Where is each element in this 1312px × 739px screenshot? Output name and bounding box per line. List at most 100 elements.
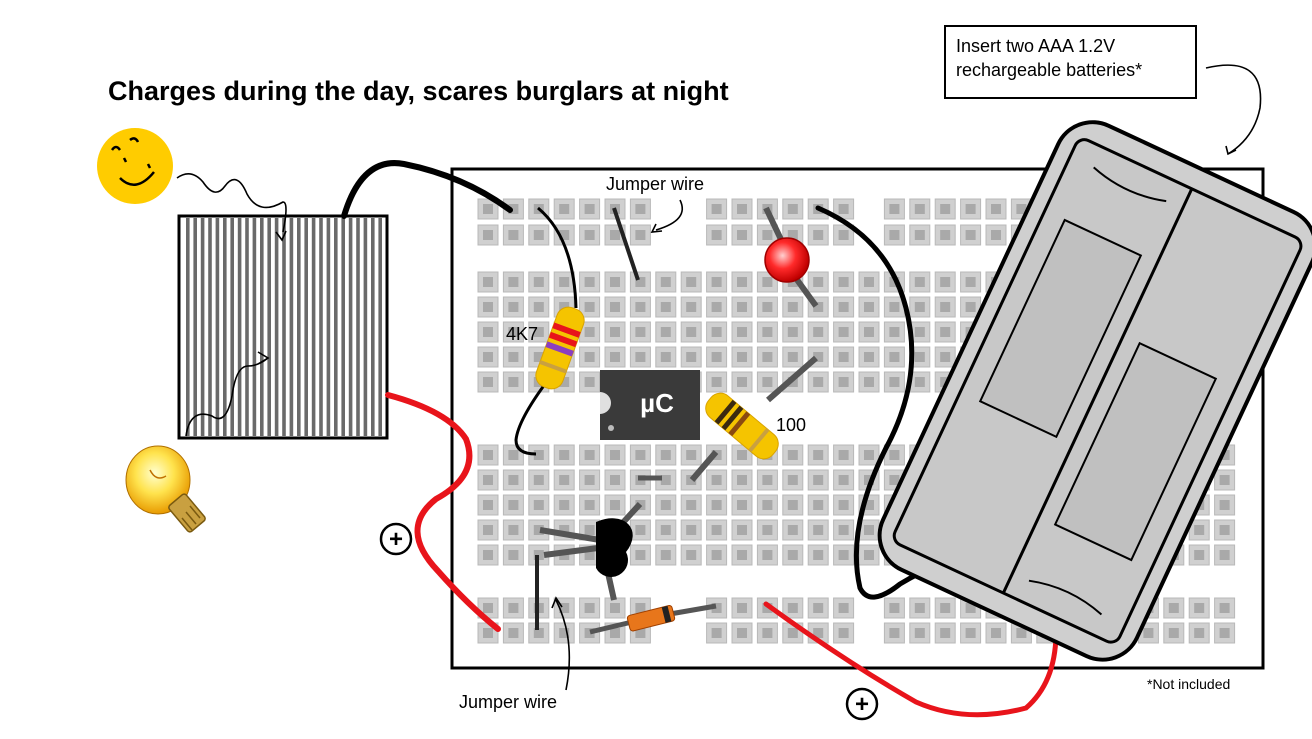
breadboard-hole (477, 321, 499, 343)
breadboard-hole (833, 544, 855, 566)
breadboard-hole (604, 469, 626, 491)
breadboard-hole (655, 544, 677, 566)
breadboard-hole (731, 519, 753, 541)
breadboard-hole (477, 469, 499, 491)
breadboard-hole (579, 271, 601, 293)
breadboard-hole (706, 346, 728, 368)
resistor-100 (705, 392, 779, 460)
solar-cell-stripe (319, 218, 323, 436)
breadboard-hole (579, 198, 601, 220)
breadboard-hole (782, 469, 804, 491)
solar-cell-stripe (186, 218, 190, 436)
breadboard-hole (756, 469, 778, 491)
breadboard-hole (680, 444, 702, 466)
breadboard-hole (782, 198, 804, 220)
breadboard-hole (883, 597, 905, 619)
breadboard-hole (502, 544, 524, 566)
breadboard-hole (807, 444, 829, 466)
breadboard-hole (731, 544, 753, 566)
breadboard-hole (1188, 622, 1210, 644)
breadboard-hole (1163, 597, 1185, 619)
breadboard-hole (629, 271, 651, 293)
breadboard-hole (502, 469, 524, 491)
breadboard-hole (502, 494, 524, 516)
breadboard-hole (934, 198, 956, 220)
breadboard-hole (553, 469, 575, 491)
breadboard-hole (782, 346, 804, 368)
plus-symbol-left-label: + (389, 526, 403, 553)
breadboard-hole (502, 519, 524, 541)
breadboard-hole (655, 444, 677, 466)
breadboard-hole (706, 271, 728, 293)
breadboard-hole (858, 321, 880, 343)
breadboard-hole (731, 597, 753, 619)
breadboard-hole (756, 519, 778, 541)
breadboard-hole (629, 519, 651, 541)
breadboard-hole (1214, 519, 1236, 541)
breadboard-hole (934, 296, 956, 318)
battery-black-wire (815, 205, 973, 600)
solar-cell-stripe (326, 218, 331, 436)
breadboard-hole (477, 444, 499, 466)
breadboard-hole (477, 296, 499, 318)
breadboard-hole (680, 296, 702, 318)
breadboard-hole (706, 469, 728, 491)
led-icon (764, 237, 810, 283)
breadboard-hole (858, 444, 880, 466)
breadboard-hole (883, 198, 905, 220)
breadboard-hole (731, 469, 753, 491)
breadboard-hole (655, 494, 677, 516)
breadboard-hole (553, 444, 575, 466)
breadboard-hole (604, 597, 626, 619)
breadboard-hole (883, 371, 905, 393)
solar-cell-stripe (237, 218, 242, 436)
breadboard-hole (807, 224, 829, 246)
breadboard-hole (858, 346, 880, 368)
breadboard-hole (934, 271, 956, 293)
battery-red-wire (763, 601, 1059, 718)
solar-cell-stripe (311, 218, 316, 436)
breadboard-hole (960, 271, 982, 293)
breadboard-hole (833, 271, 855, 293)
breadboard-hole (477, 271, 499, 293)
panel-black-wire (341, 160, 513, 219)
breadboard-hole (1163, 622, 1185, 644)
breadboard-hole (655, 346, 677, 368)
breadboard-hole (477, 544, 499, 566)
breadboard-hole (477, 346, 499, 368)
battery-note: Insert two AAA 1.2V rechargeable batteri… (944, 25, 1197, 99)
breadboard-hole (502, 346, 524, 368)
jumper-wire-top (612, 207, 640, 281)
breadboard-hole (934, 622, 956, 644)
breadboard-hole (528, 296, 550, 318)
breadboard-hole (807, 519, 829, 541)
breadboard-hole (807, 597, 829, 619)
breadboard-hole (756, 296, 778, 318)
jumper-wire-bottom-label: Jumper wire (459, 692, 558, 712)
breadboard-hole (985, 622, 1007, 644)
breadboard-hole (756, 494, 778, 516)
breadboard-hole (731, 622, 753, 644)
breadboard-hole (579, 371, 601, 393)
breadboard-hole (833, 296, 855, 318)
breadboard-hole (604, 494, 626, 516)
breadboard-hole (680, 519, 702, 541)
breadboard-hole (706, 198, 728, 220)
breadboard-hole (833, 597, 855, 619)
solar-cell-stripe (230, 218, 234, 436)
resistor-4k7 (535, 306, 585, 390)
solar-cell-stripe (245, 218, 249, 436)
microcontroller-label: µC (640, 388, 674, 418)
breadboard-hole (731, 224, 753, 246)
microcontroller-chip (600, 370, 700, 440)
breadboard-hole (858, 271, 880, 293)
breadboard-hole (833, 371, 855, 393)
breadboard-hole (833, 622, 855, 644)
breadboard-hole (807, 469, 829, 491)
panel-red-wire (385, 392, 501, 632)
battery-note-line1: Insert two AAA 1.2V (956, 36, 1116, 56)
breadboard-hole (604, 346, 626, 368)
breadboard-hole (782, 597, 804, 619)
breadboard-hole (1214, 597, 1236, 619)
